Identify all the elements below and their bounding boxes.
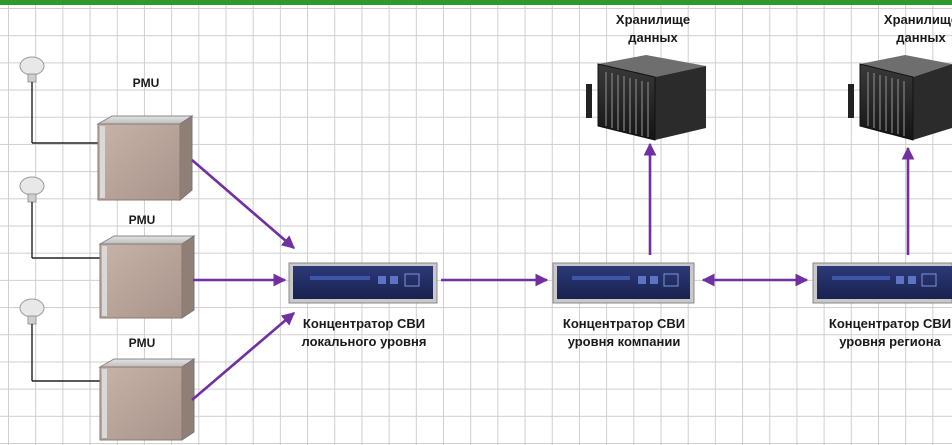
concentrator-region-label-line2: уровня региона <box>839 334 941 349</box>
storage-label-company: Хранилище данных <box>598 11 708 47</box>
concentrator-company <box>552 262 695 304</box>
gps-antenna-2 <box>19 176 100 259</box>
gps-antenna-1 <box>19 56 98 144</box>
storage-label-company-line2: данных <box>628 30 678 45</box>
arrow-pmu1-to-local <box>191 159 295 249</box>
top-border <box>0 0 952 5</box>
pmu-device-3 <box>98 358 196 441</box>
concentrator-region-label-line1: Концентратор СВИ <box>828 316 952 331</box>
storage-label-region-line2: данных <box>896 30 946 45</box>
concentrator-company-label: Концентратор СВИ уровня компании <box>544 315 704 351</box>
concentrator-company-label-line2: уровня компании <box>567 334 681 349</box>
concentrator-region <box>812 262 952 304</box>
pmu-device-2 <box>98 235 196 319</box>
pmu-device-1 <box>96 115 194 202</box>
pmu-label-1: PMU <box>132 76 160 90</box>
concentrator-region-label: Концентратор СВИ уровня региона <box>810 315 952 351</box>
storage-label-region: Хранилище данных <box>866 11 952 47</box>
concentrator-local-label: Концентратор СВИ локального уровня <box>284 315 444 351</box>
storage-label-company-line1: Хранилище <box>615 12 691 27</box>
concentrator-local-label-line1: Концентратор СВИ <box>302 316 426 331</box>
concentrator-local-label-line2: локального уровня <box>301 334 427 349</box>
arrow-pmu3-to-local <box>191 312 295 401</box>
concentrator-company-label-line1: Концентратор СВИ <box>562 316 686 331</box>
concentrator-local <box>288 262 438 304</box>
gps-antenna-3 <box>19 298 100 382</box>
pmu-label-2: PMU <box>128 213 156 227</box>
storage-server-region <box>848 55 952 141</box>
storage-label-region-line1: Хранилище <box>883 12 952 27</box>
storage-server-company <box>586 55 706 141</box>
pmu-label-3: PMU <box>128 336 156 350</box>
